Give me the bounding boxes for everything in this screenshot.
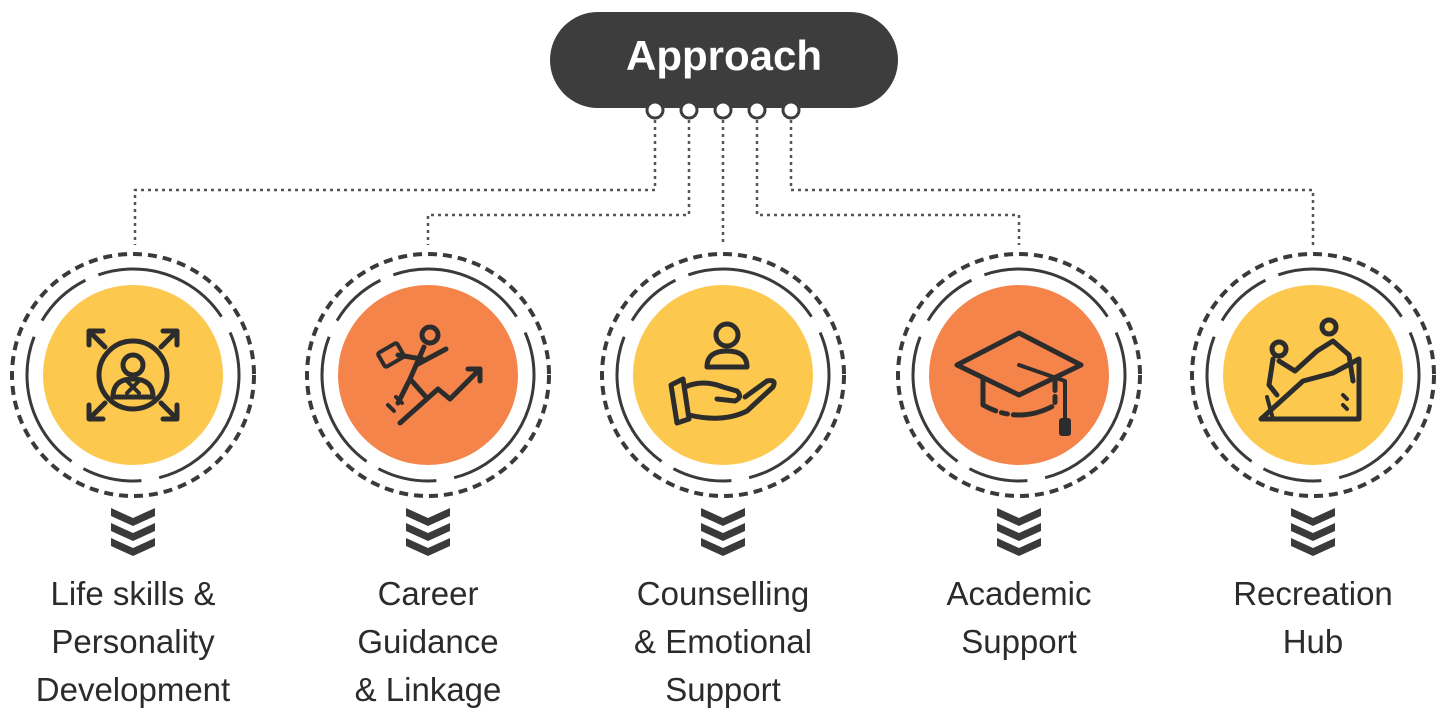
label-line: & Emotional xyxy=(634,623,812,660)
chevron-down-icon xyxy=(701,508,745,556)
outer-dashed-ring xyxy=(600,252,846,498)
icon-disc xyxy=(338,285,518,465)
connectors xyxy=(133,120,1315,245)
icon-disc xyxy=(929,285,1109,465)
connector-2 xyxy=(426,120,691,245)
label-line: Recreation xyxy=(1233,575,1393,612)
label-line: Life skills & xyxy=(50,575,216,612)
label-line: Academic xyxy=(946,575,1092,612)
label-line: Guidance xyxy=(357,623,499,660)
label-line: Support xyxy=(961,623,1077,660)
approach-item-2 xyxy=(305,252,551,556)
connector-5 xyxy=(789,120,1315,245)
approach-item-4 xyxy=(896,252,1142,556)
graduation-cap-icon xyxy=(954,330,1084,436)
label-line: Support xyxy=(665,671,781,708)
inner-ring xyxy=(25,267,241,483)
outer-dashed-ring xyxy=(1190,252,1436,498)
connector-4 xyxy=(755,120,1021,245)
climbing-help-icon xyxy=(1258,317,1362,422)
chevron-down-icon xyxy=(1291,508,1335,556)
approach-item-1 xyxy=(10,252,256,556)
approach-pill xyxy=(550,12,898,108)
helping-hand-icon xyxy=(668,321,777,426)
pill-connector-dots xyxy=(645,100,801,120)
outer-dashed-ring xyxy=(305,252,551,498)
label-line: Hub xyxy=(1282,623,1344,660)
career-growth-icon xyxy=(376,324,483,426)
icon-disc xyxy=(1223,285,1403,465)
outer-dashed-ring xyxy=(10,252,256,498)
inner-ring xyxy=(320,267,536,483)
chevron-down-icon xyxy=(406,508,450,556)
inner-ring xyxy=(615,267,831,483)
label-line: Personality xyxy=(51,623,215,660)
outer-dashed-ring xyxy=(896,252,1142,498)
connector-1 xyxy=(133,120,657,245)
approach-item-3 xyxy=(600,252,846,556)
icon-disc xyxy=(633,285,813,465)
approach-title: Approach xyxy=(626,32,822,79)
personal-development-icon xyxy=(86,328,180,422)
label-line: Counselling xyxy=(636,575,810,612)
chevron-down-icon xyxy=(997,508,1041,556)
label-line: Development xyxy=(35,671,231,708)
inner-ring xyxy=(911,267,1127,483)
inner-ring xyxy=(1205,267,1421,483)
chevron-down-icon xyxy=(111,508,155,556)
label-line: Career xyxy=(377,575,479,612)
approach-item-5 xyxy=(1190,252,1436,556)
approach-header: Approach xyxy=(550,12,898,120)
label-line: & Linkage xyxy=(354,671,502,708)
